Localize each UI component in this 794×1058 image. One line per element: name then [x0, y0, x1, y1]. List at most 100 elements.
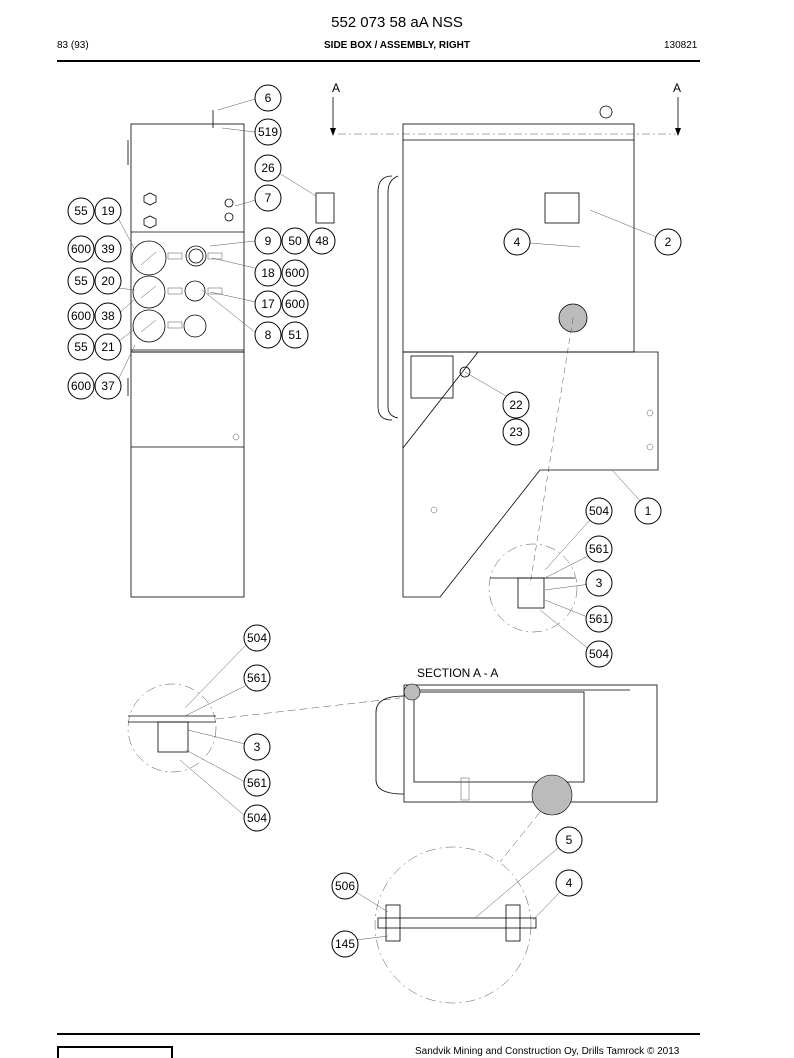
callout-37: 37	[94, 372, 122, 400]
svg-text:504: 504	[247, 811, 267, 825]
callout-39: 39	[94, 235, 122, 263]
svg-text:55: 55	[74, 204, 88, 218]
svg-text:600: 600	[71, 242, 91, 256]
callout-19: 19	[94, 197, 122, 225]
callout-600-a: 600	[67, 235, 95, 263]
svg-text:26: 26	[261, 161, 275, 175]
svg-text:561: 561	[247, 776, 267, 790]
svg-text:39: 39	[101, 242, 115, 256]
svg-text:51: 51	[288, 328, 302, 342]
svg-text:600: 600	[71, 379, 91, 393]
svg-text:19: 19	[101, 204, 115, 218]
svg-text:9: 9	[265, 234, 272, 248]
svg-text:21: 21	[101, 340, 115, 354]
callout-600-c: 600	[281, 290, 309, 318]
svg-text:3: 3	[596, 576, 603, 590]
callout-20: 20	[94, 267, 122, 295]
callout-22: 22	[502, 391, 530, 419]
callout-600-d: 600	[67, 302, 95, 330]
callout-3-a: 3	[585, 569, 613, 597]
callout-506: 506	[331, 872, 359, 900]
callout-561-b: 561	[585, 605, 613, 633]
callout-600-b: 600	[281, 259, 309, 287]
section-a-a	[375, 683, 658, 863]
document-subtitle: SIDE BOX / ASSEMBLY, RIGHT	[324, 40, 470, 51]
callout-9: 9	[254, 227, 282, 255]
svg-text:4: 4	[514, 235, 521, 249]
callout-55-c: 55	[67, 333, 95, 361]
callout-600-e: 600	[67, 372, 95, 400]
callout-145: 145	[331, 930, 359, 958]
callout-50: 50	[281, 227, 309, 255]
callout-26: 26	[254, 154, 282, 182]
svg-text:145: 145	[335, 937, 355, 951]
svg-text:504: 504	[589, 504, 609, 518]
svg-text:55: 55	[74, 340, 88, 354]
svg-text:2: 2	[665, 235, 672, 249]
svg-text:561: 561	[247, 671, 267, 685]
svg-text:600: 600	[285, 297, 305, 311]
document-date: 130821	[664, 40, 698, 51]
left-detail	[127, 645, 401, 817]
bottom-detail	[355, 846, 563, 1004]
callout-48: 48	[308, 227, 336, 255]
svg-text:37: 37	[101, 379, 115, 393]
header-rule	[57, 60, 700, 62]
callout-55-a: 55	[67, 197, 95, 225]
side-view	[330, 97, 681, 651]
callout-519: 519	[254, 118, 282, 146]
callout-504-b: 504	[585, 640, 613, 668]
callout-504-c: 504	[243, 624, 271, 652]
svg-text:1: 1	[645, 504, 652, 518]
callout-38: 38	[94, 302, 122, 330]
svg-text:3: 3	[254, 740, 261, 754]
callout-17: 17	[254, 290, 282, 318]
callout-18: 18	[254, 259, 282, 287]
svg-text:6: 6	[265, 91, 272, 105]
callout-561-d: 561	[243, 769, 271, 797]
svg-text:48: 48	[315, 234, 329, 248]
callout-561-c: 561	[243, 664, 271, 692]
callout-504-d: 504	[243, 804, 271, 832]
footer-rule	[57, 1033, 700, 1035]
leader-lines	[117, 98, 317, 381]
svg-text:561: 561	[589, 542, 609, 556]
svg-text:7: 7	[265, 191, 272, 205]
svg-text:22: 22	[509, 398, 523, 412]
callout-5: 5	[555, 826, 583, 854]
callout-1: 1	[634, 497, 662, 525]
svg-text:506: 506	[335, 879, 355, 893]
callout-21: 21	[94, 333, 122, 361]
section-marker-left: A	[332, 81, 340, 95]
svg-text:17: 17	[261, 297, 275, 311]
svg-text:50: 50	[288, 234, 302, 248]
svg-text:18: 18	[261, 266, 275, 280]
callout-3-b: 3	[243, 733, 271, 761]
callouts: 6 519 26 7 55 19 600 39 9 50 48 18 600 5…	[67, 84, 682, 958]
svg-text:23: 23	[509, 425, 523, 439]
callout-4-b: 4	[555, 869, 583, 897]
page-number: 83 (93)	[57, 40, 89, 51]
callout-6: 6	[254, 84, 282, 112]
svg-text:600: 600	[71, 309, 91, 323]
callout-7: 7	[254, 184, 282, 212]
callout-561-a: 561	[585, 535, 613, 563]
callout-55-b: 55	[67, 267, 95, 295]
svg-text:504: 504	[589, 647, 609, 661]
callout-23: 23	[502, 418, 530, 446]
svg-text:8: 8	[265, 328, 272, 342]
section-marker-right: A	[673, 81, 681, 95]
svg-text:4: 4	[566, 876, 573, 890]
callout-504-a: 504	[585, 497, 613, 525]
document-title: 552 073 58 aA NSS	[331, 14, 463, 31]
svg-text:561: 561	[589, 612, 609, 626]
svg-text:519: 519	[258, 125, 278, 139]
callout-4-a: 4	[503, 228, 531, 256]
sandvik-logo	[57, 1046, 173, 1058]
front-view	[127, 110, 245, 598]
svg-text:504: 504	[247, 631, 267, 645]
svg-text:55: 55	[74, 274, 88, 288]
section-label: SECTION A - A	[417, 666, 498, 680]
footer-copyright: Sandvik Mining and Construction Oy, Dril…	[415, 1046, 680, 1057]
